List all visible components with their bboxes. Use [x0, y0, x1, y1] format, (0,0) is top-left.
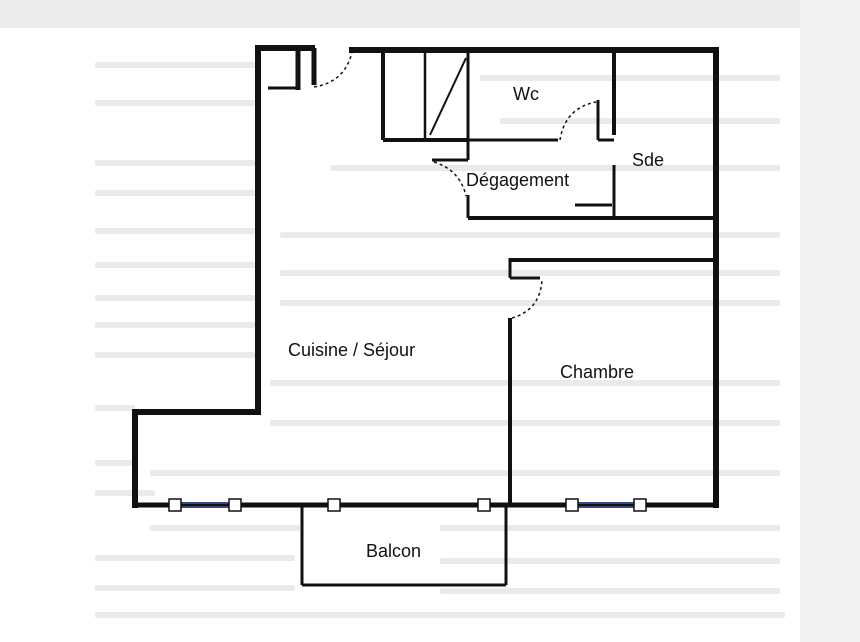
entrance-cupboard — [268, 48, 317, 90]
room-label-chambre: Chambre — [560, 362, 635, 382]
exterior-walls — [132, 45, 719, 508]
room-label-wc: Wc — [513, 84, 539, 104]
entrance-door-arc — [313, 51, 353, 88]
room-label-sde: Sde — [632, 150, 665, 170]
facade-wall — [135, 498, 716, 512]
scan-top-margin — [0, 0, 860, 28]
room-label-degagement: Dégagement — [466, 170, 570, 190]
door-arcs — [433, 101, 597, 319]
interior-walls — [381, 50, 716, 505]
room-label-cuisine-sejour: Cuisine / Séjour — [288, 340, 416, 360]
balcony-outline — [300, 507, 508, 587]
room-label-balcon: Balcon — [366, 541, 422, 561]
scan-right-margin — [800, 0, 860, 642]
